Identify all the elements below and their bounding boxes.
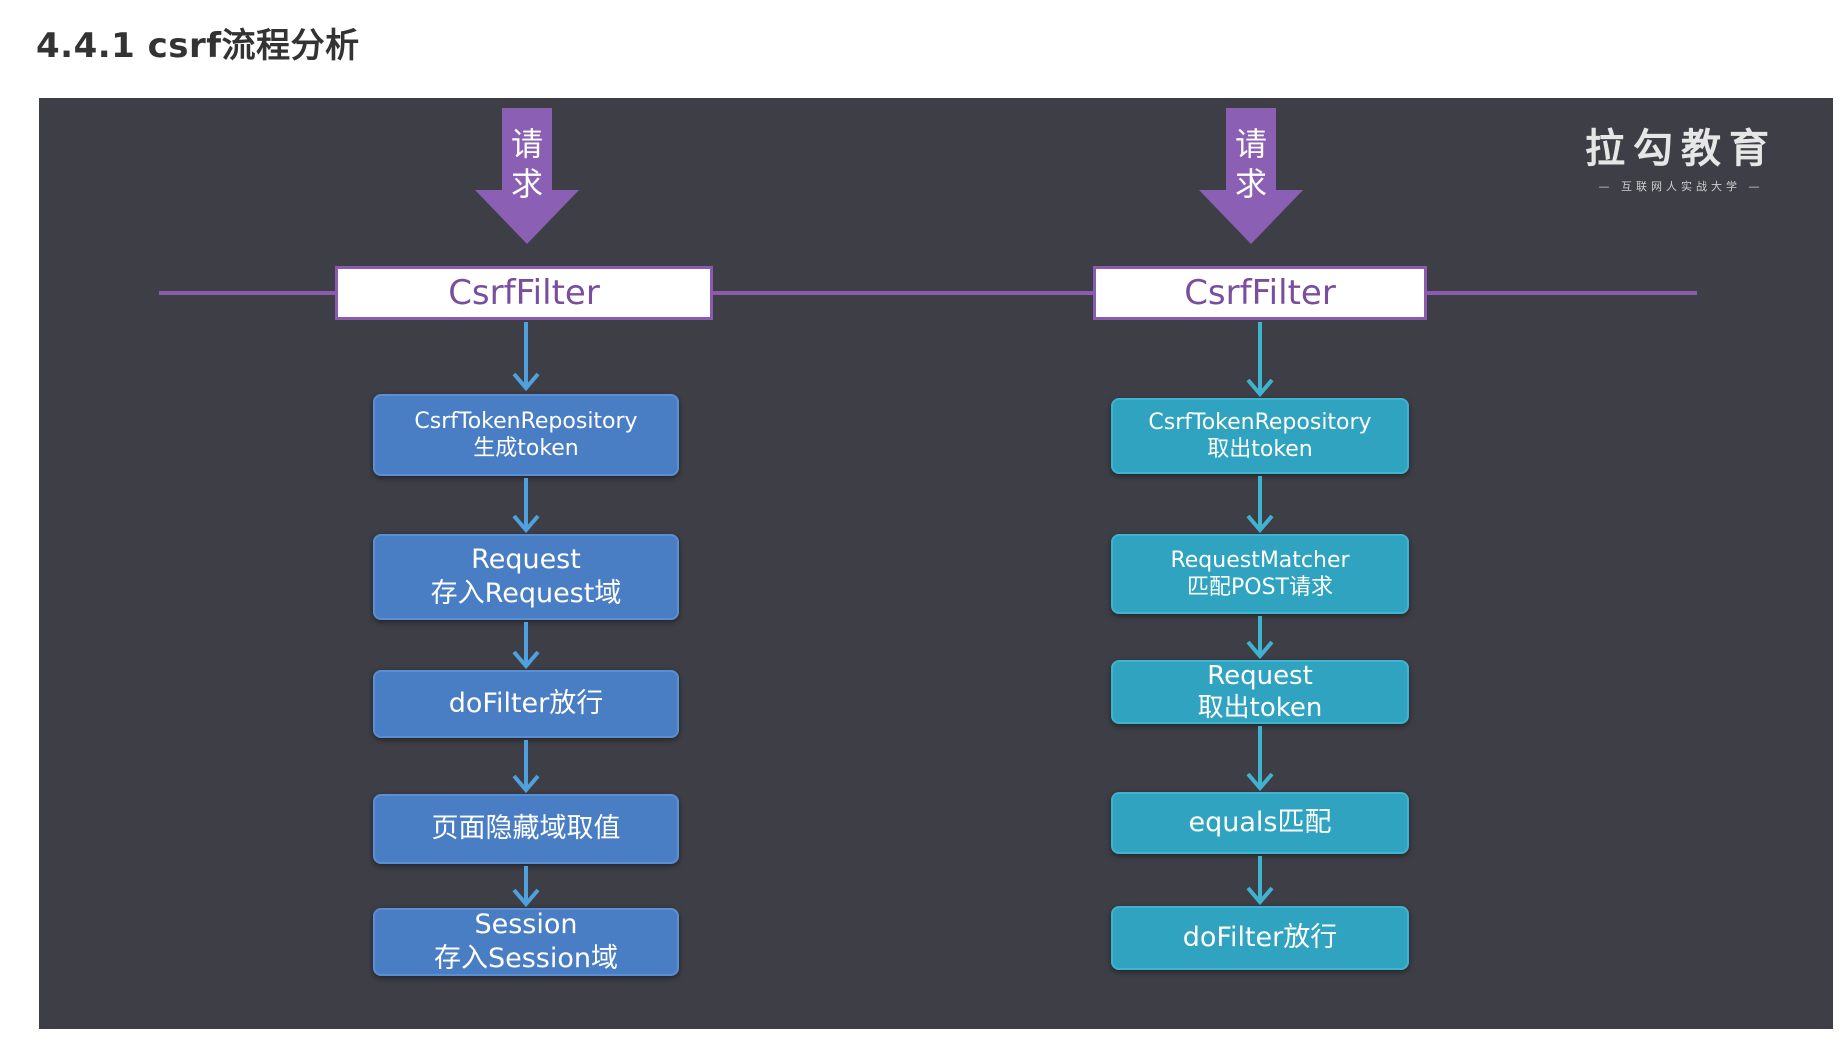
right-csrf-filter-box: CsrfFilter: [1093, 266, 1427, 320]
diagram-panel: 拉勾教育 — 互联网人实战大学 — 请求 请求 CsrfFilter CsrfF…: [39, 98, 1833, 1029]
right-arrow-down-icon: [1246, 726, 1274, 792]
step-line2: 匹配POST请求: [1187, 575, 1333, 600]
step-line2: 存入Request域: [430, 578, 622, 609]
left-step-generate-token: CsrfTokenRepository 生成token: [373, 394, 679, 476]
right-arrow-down-icon: [1246, 476, 1274, 534]
step-line1: 页面隐藏域取值: [431, 813, 621, 845]
step-line1: equals匹配: [1188, 807, 1332, 839]
step-line1: RequestMatcher: [1170, 547, 1350, 573]
left-request-arrow-icon: [475, 108, 579, 244]
step-line1: CsrfTokenRepository: [414, 408, 638, 434]
brand-logo: 拉勾教育 — 互联网人实战大学 —: [1585, 116, 1777, 194]
step-line2: 存入Session域: [433, 943, 619, 974]
step-line1: CsrfTokenRepository: [1148, 409, 1372, 435]
step-line1: Request: [471, 544, 581, 576]
right-step-load-token: CsrfTokenRepository 取出token: [1111, 398, 1409, 474]
step-line1: Session: [474, 909, 578, 941]
filter-chain-line-middle: [713, 291, 1093, 295]
left-request-label: 请求: [510, 125, 543, 203]
page-heading: 4.4.1 csrf流程分析: [36, 26, 360, 66]
right-arrow-down-icon: [1246, 856, 1274, 906]
filter-chain-line-left: [159, 291, 335, 295]
step-line2: 取出token: [1197, 693, 1323, 723]
left-arrow-down-icon: [512, 622, 540, 670]
right-request-arrow-icon: [1199, 108, 1303, 244]
step-line2: 生成token: [473, 436, 579, 461]
step-line1: doFilter放行: [448, 688, 604, 720]
step-line2: 取出token: [1207, 437, 1313, 462]
left-arrow-down-icon: [512, 478, 540, 534]
left-csrf-filter-box: CsrfFilter: [335, 266, 713, 320]
left-arrow-down-icon: [512, 866, 540, 908]
left-arrow-down-icon: [512, 740, 540, 794]
brand-tagline: — 互联网人实战大学 —: [1598, 180, 1764, 193]
filter-chain-line-right: [1427, 291, 1697, 295]
left-arrow-down-icon: [512, 322, 540, 392]
brand-name: 拉勾教育: [1585, 126, 1777, 172]
left-step-hidden-field: 页面隐藏域取值: [373, 794, 679, 864]
right-arrow-down-icon: [1246, 616, 1274, 660]
right-request-label: 请求: [1234, 125, 1267, 203]
right-step-equals: equals匹配: [1111, 792, 1409, 854]
right-arrow-down-icon: [1246, 322, 1274, 398]
step-line1: Request: [1207, 660, 1313, 691]
left-step-dofilter: doFilter放行: [373, 670, 679, 738]
step-line1: doFilter放行: [1182, 922, 1338, 954]
left-step-store-session: Session 存入Session域: [373, 908, 679, 976]
right-step-request-matcher: RequestMatcher 匹配POST请求: [1111, 534, 1409, 614]
left-step-store-request: Request 存入Request域: [373, 534, 679, 620]
right-step-request-token: Request 取出token: [1111, 660, 1409, 724]
right-step-dofilter: doFilter放行: [1111, 906, 1409, 970]
